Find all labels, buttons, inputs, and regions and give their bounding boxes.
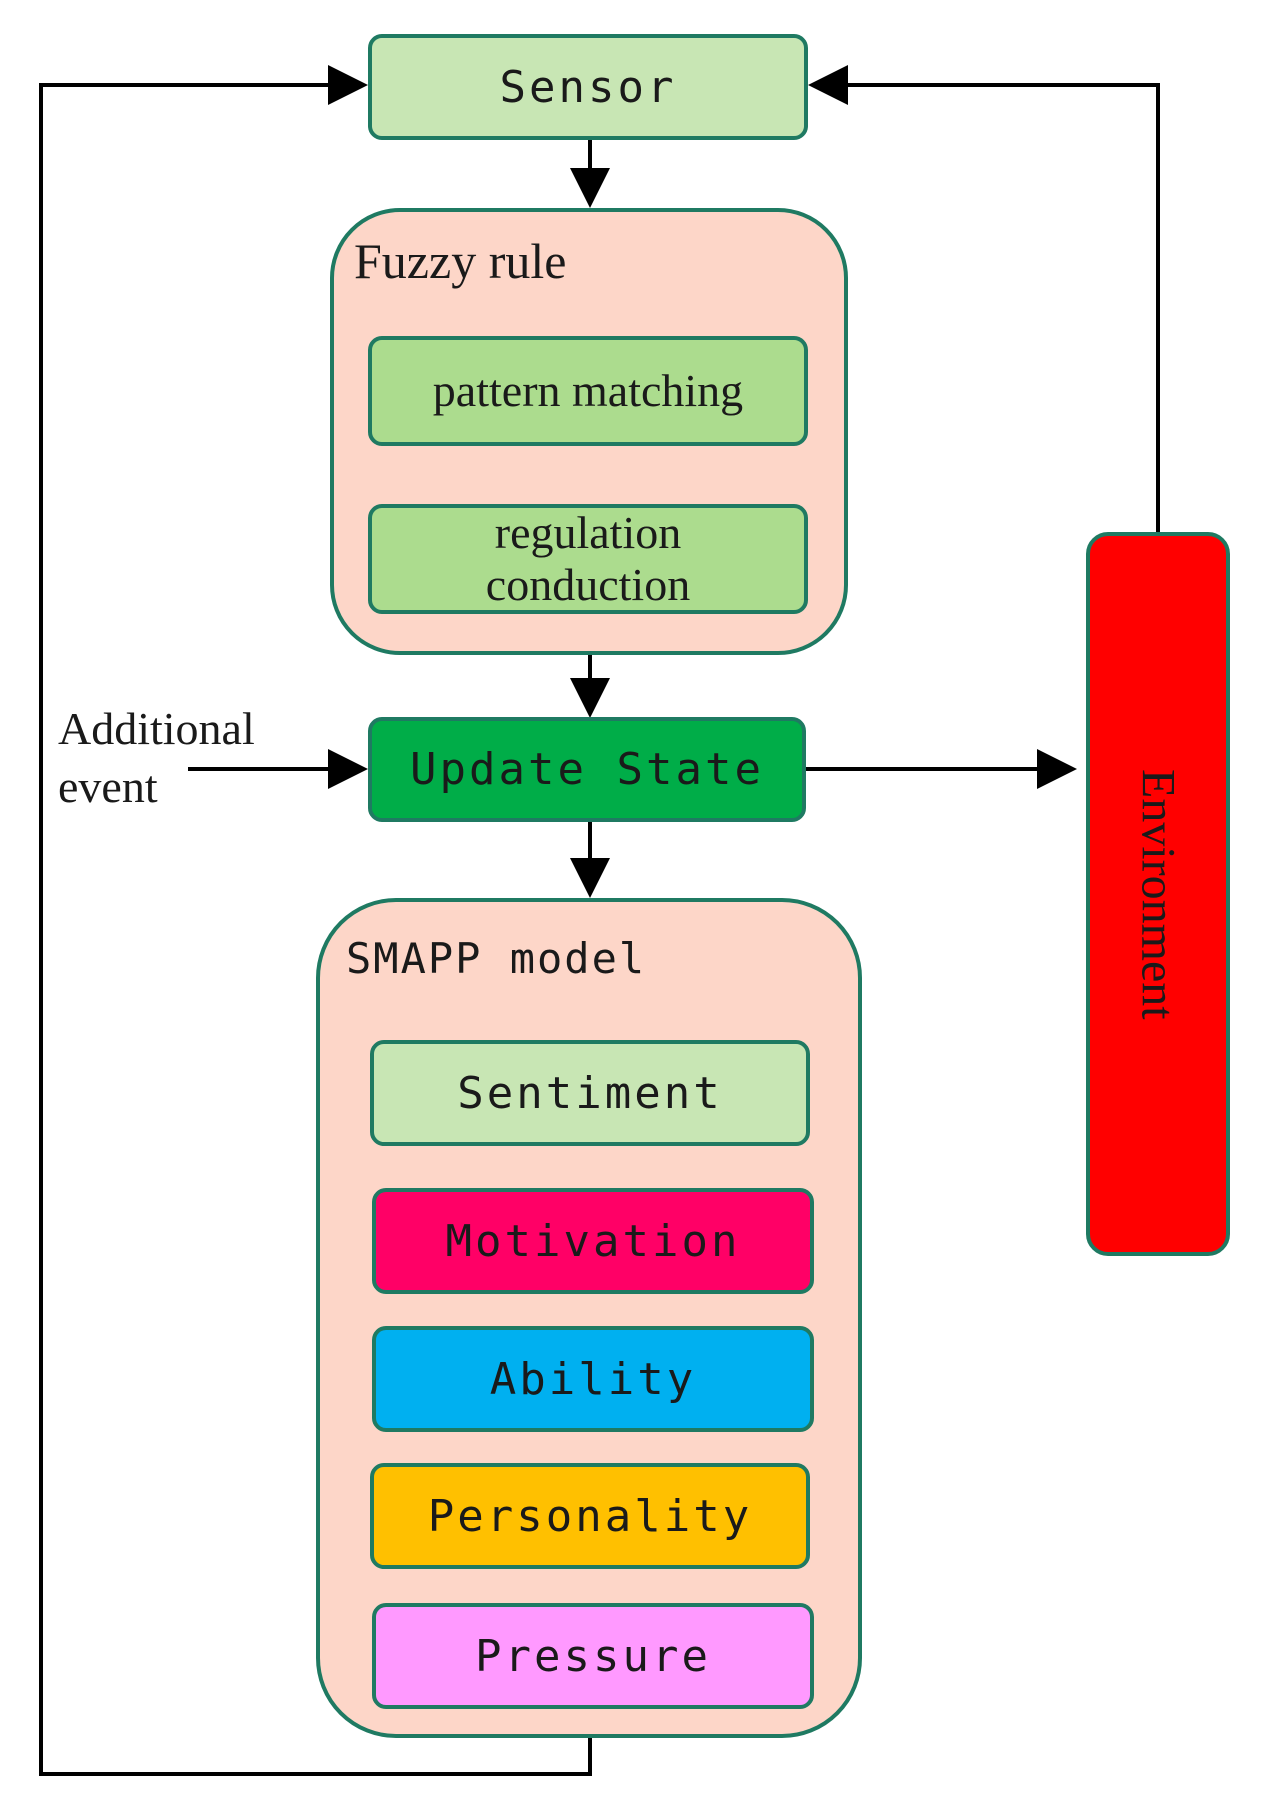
smapp-model-container [316,898,862,1738]
motivation-label: Motivation [445,1215,741,1267]
arrow-smapp-to-sensor [39,65,592,1776]
sentiment-label: Sentiment [457,1067,723,1119]
personality-box: Personality [370,1463,810,1569]
sentiment-box: Sentiment [370,1040,810,1146]
environment-label: Environment [1131,768,1185,1020]
pattern-matching-box: pattern matching [368,336,808,446]
pressure-label: Pressure [475,1630,711,1682]
motivation-box: Motivation [372,1188,814,1294]
arrow-environment-to-sensor [808,65,1160,532]
update-state-label: Update State [410,744,764,795]
sensor-label: Sensor [499,61,677,113]
smapp-model-title: SMAPP model [346,934,647,983]
regulation-conduction-box: regulation conduction [368,504,808,614]
additional-event-text: Additional event [58,703,255,812]
ability-label: Ability [489,1353,697,1405]
regulation-conduction-label: regulation conduction [485,507,691,610]
update-state-box: Update State [368,717,806,822]
environment-box: Environment [1086,532,1230,1256]
additional-event-label: Additional event [58,700,318,816]
sensor-box: Sensor [368,34,808,140]
pressure-box: Pressure [372,1603,814,1709]
fuzzy-rule-title: Fuzzy rule [354,233,567,289]
pattern-matching-label: pattern matching [432,365,744,416]
personality-label: Personality [427,1490,753,1542]
ability-box: Ability [372,1326,814,1432]
